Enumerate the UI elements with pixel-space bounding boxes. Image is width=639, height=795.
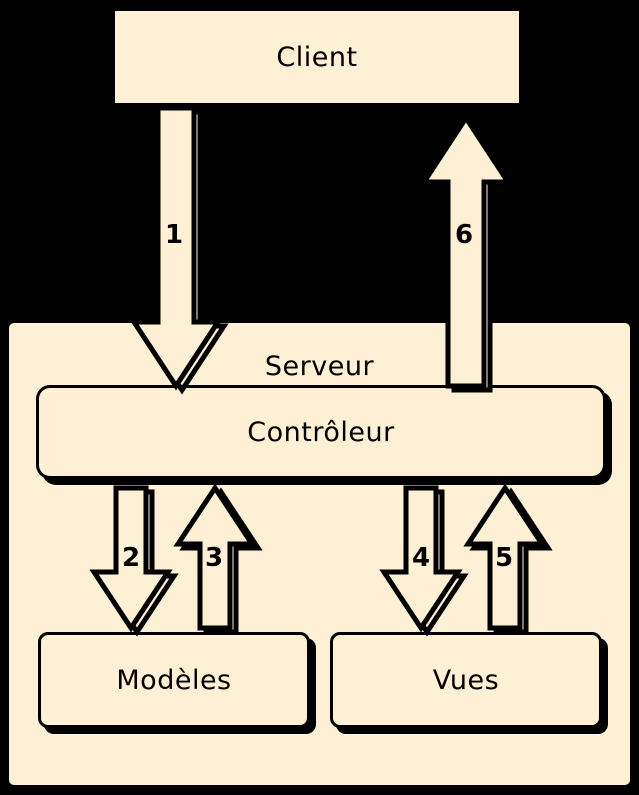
views-label: Vues — [432, 664, 500, 696]
arrow-3-label: 3 — [205, 543, 224, 573]
models-box: Modèles — [38, 632, 310, 728]
arrow-2 — [89, 485, 192, 637]
arrow-4 — [379, 485, 482, 637]
arrow-1-label: 1 — [165, 220, 184, 250]
arrow-5-label: 5 — [495, 543, 514, 573]
arrow-4-label: 4 — [412, 543, 431, 573]
controller-box: Contrôleur — [36, 385, 606, 479]
client-box: Client — [112, 8, 522, 106]
models-label: Modèles — [116, 664, 232, 696]
arrow-5 — [463, 483, 566, 635]
arrow-6 — [419, 113, 530, 393]
arrow-3 — [173, 483, 276, 635]
views-box: Vues — [330, 632, 602, 728]
server-label: Serveur — [264, 351, 375, 382]
client-label: Client — [276, 41, 358, 73]
arrow-2-label: 2 — [122, 543, 141, 573]
controller-label: Contrôleur — [247, 416, 395, 448]
arrow-1 — [129, 105, 240, 395]
arrow-6-label: 6 — [455, 220, 474, 250]
